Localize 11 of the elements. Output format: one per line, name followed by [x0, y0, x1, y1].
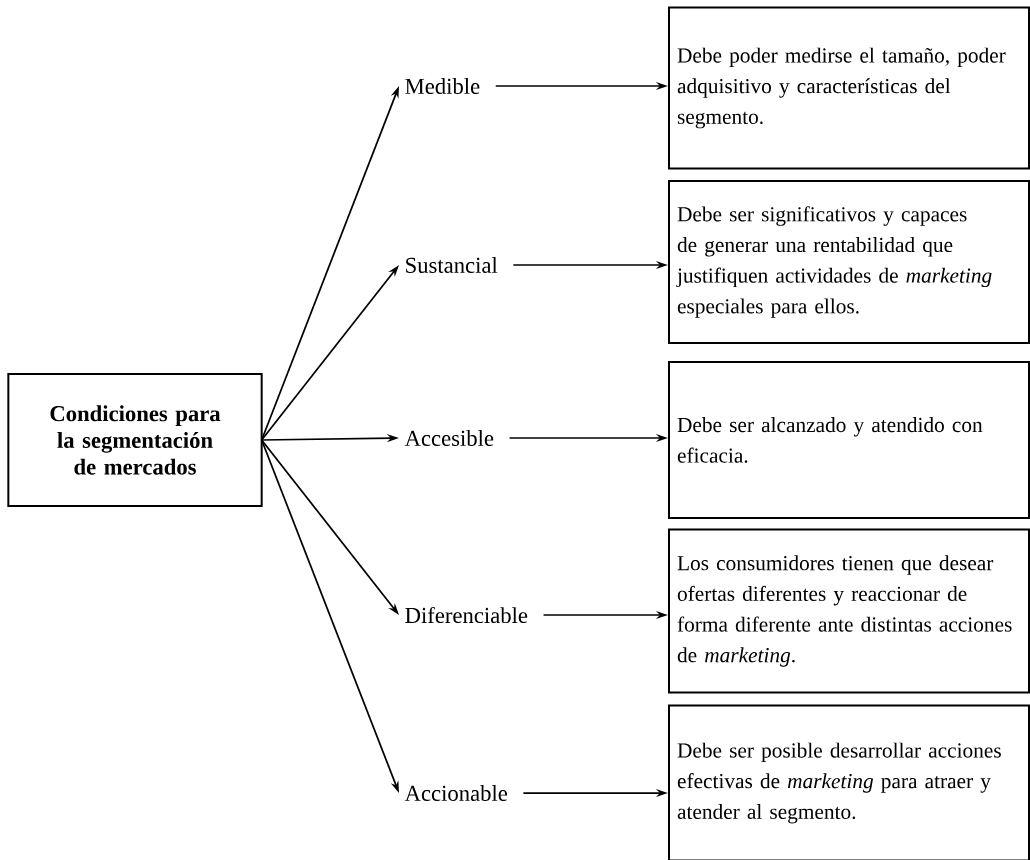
category-label: Diferenciable	[405, 606, 528, 624]
category-label: Medible	[405, 78, 480, 94]
title-box: Condiciones para la segmentación de mercados	[7, 373, 263, 507]
description-box: Los consumidores tienen que desear ofertas diferentes y reaccionar de forma diferente ante distintas acciones de marketing.	[668, 528, 1030, 694]
category-label: Accionable	[404, 785, 508, 801]
category-label: Sustancial	[406, 257, 498, 273]
description-box: Debe poder medirse el tamaño, poder adquisitivo y características del segmento.	[668, 6, 1030, 170]
category-label: Accesible	[404, 430, 494, 446]
description-box: Debe ser posible desarrollar acciones efectivas de marketing para atraer y atender al segmento.	[668, 704, 1030, 860]
description-box: Debe ser alcanzado y atendido con eficacia.	[668, 361, 1030, 519]
description-box: Debe ser significativos y capaces de generar una rentabilidad que justifiquen actividades de marketing especiales para ellos.	[668, 180, 1030, 344]
